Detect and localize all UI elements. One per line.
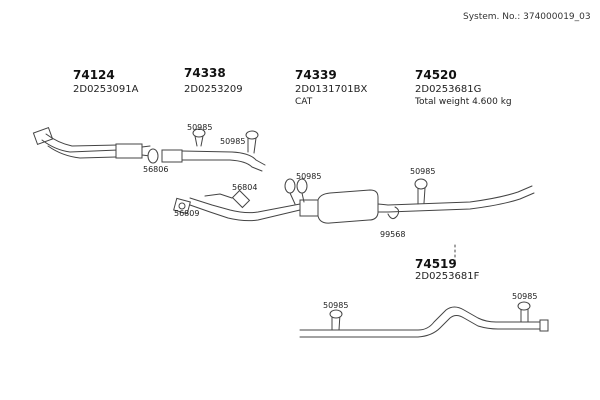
part-code-74339: 2D0131701BX <box>295 84 368 95</box>
system-number: System. No.: 374000019_03 <box>463 12 591 22</box>
rear-pipe-74520 <box>387 185 535 213</box>
hanger-50985-g <box>517 301 531 311</box>
ref-50985-f: 50985 <box>323 301 349 310</box>
part-code-74520: 2D0253681G <box>415 84 482 95</box>
ref-50985-a: 50985 <box>187 123 213 132</box>
clamp-56806 <box>147 148 159 164</box>
part-code-74124: 2D0253091A <box>73 84 139 95</box>
part-number-74520: 74520 <box>415 68 457 82</box>
hanger-50985-d <box>296 178 308 203</box>
hanger-50985-b <box>245 130 259 140</box>
part-number-74339: 74339 <box>295 68 337 82</box>
ref-50985-e: 50985 <box>410 167 436 176</box>
part-number-74338: 74338 <box>184 66 226 80</box>
ref-50985-g: 50985 <box>512 292 538 301</box>
part-note-74520: Total weight 4.600 kg <box>415 97 512 107</box>
ref-56806: 56806 <box>143 165 169 174</box>
part-note-74339: CAT <box>295 97 313 107</box>
hanger-50985-a <box>192 128 206 138</box>
cat-pipe-74339 <box>189 193 319 222</box>
hanger-50985-e <box>414 178 428 190</box>
ref-56804: 56804 <box>232 183 258 192</box>
front-pipe-74124 <box>32 126 151 159</box>
ref-56809: 56809 <box>174 209 200 218</box>
muffler <box>317 189 389 224</box>
part-number-74519: 74519 <box>415 257 457 271</box>
part-code-74338: 2D0253209 <box>184 84 243 95</box>
part-number-74124: 74124 <box>73 68 115 82</box>
ref-99568: 99568 <box>380 230 406 239</box>
ref-50985-c: 50985 <box>296 172 322 181</box>
gasket-56809 <box>173 197 191 215</box>
gasket-56804 <box>231 189 251 209</box>
ref-50985-b: 50985 <box>220 137 246 146</box>
hanger-50985-f <box>329 309 343 319</box>
hanger-50985-c <box>284 178 296 205</box>
middle-pipe-74338 <box>161 135 266 172</box>
part-code-74519: 2D0253681F <box>415 271 480 282</box>
clamp-99568 <box>387 206 400 220</box>
